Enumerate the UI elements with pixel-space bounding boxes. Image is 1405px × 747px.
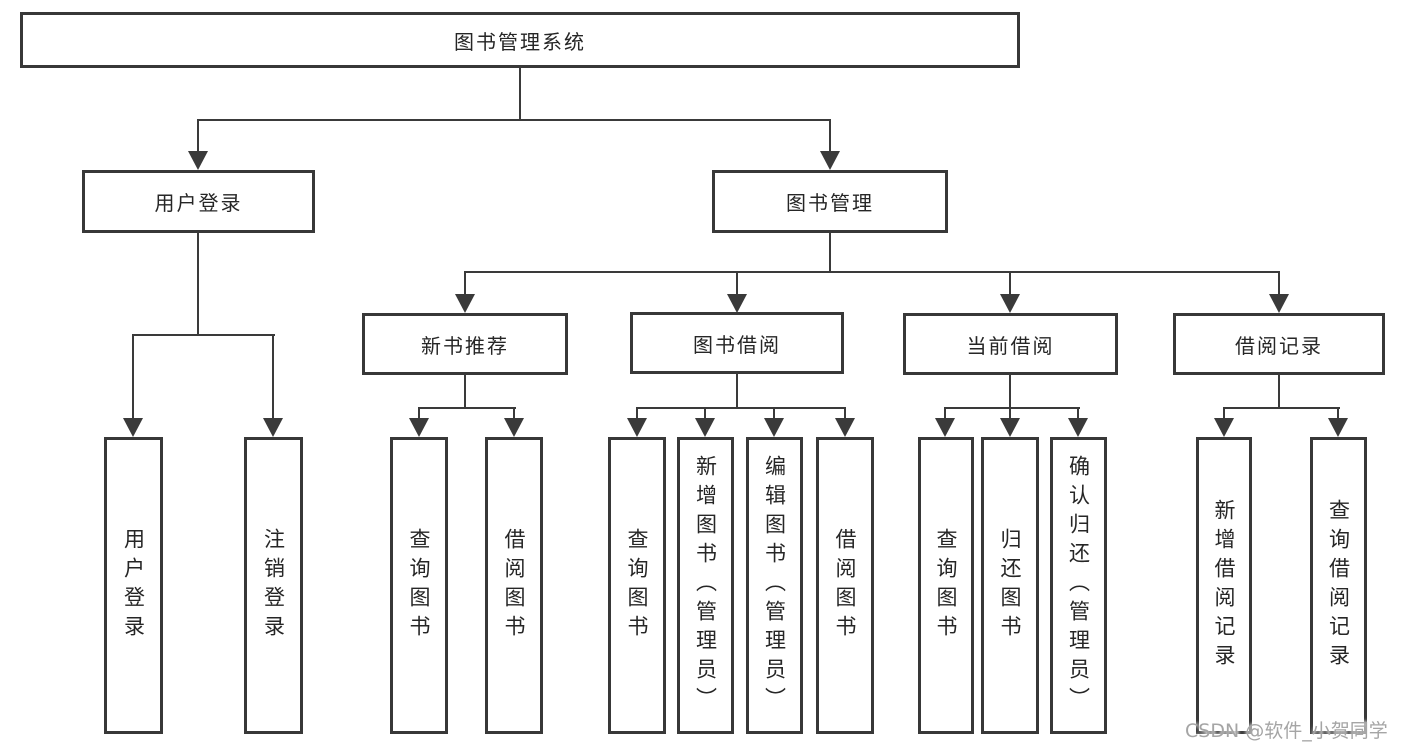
node-borrowing-records: 借阅记录 [1173, 313, 1385, 375]
leaf-query-books-borrowing: 查询图书 [608, 437, 666, 734]
arrow-down-icon [1269, 294, 1289, 313]
connector-line [132, 334, 134, 420]
leaf-borrow-books-recommend: 借阅图书 [485, 437, 543, 734]
arrow-down-icon [1000, 418, 1020, 437]
leaf-label: 新增图书（管理员） [693, 455, 718, 716]
csdn-watermark: CSDN @软件_小贺同学 [1185, 720, 1388, 742]
connector-line [1278, 271, 1280, 296]
connector-line [197, 119, 199, 153]
connector-line [1009, 407, 1011, 420]
node-label: 借阅记录 [1235, 333, 1323, 358]
connector-line [519, 68, 521, 121]
connector-line [636, 407, 638, 420]
arrow-down-icon [835, 418, 855, 437]
connector-line [944, 407, 946, 420]
node-label: 当前借阅 [966, 333, 1055, 358]
connector-line [829, 119, 831, 153]
connector-line [1337, 407, 1339, 420]
connector-line [272, 334, 274, 420]
leaf-add-books-admin: 新增图书（管理员） [677, 437, 734, 734]
node-label: 新书推荐 [421, 333, 509, 358]
connector-line [418, 407, 420, 420]
leaf-label: 用户登录 [121, 527, 146, 644]
arrow-down-icon [727, 294, 747, 313]
node-book-borrowing: 图书借阅 [630, 312, 844, 374]
node-label: 图书管理 [786, 191, 874, 215]
arrow-down-icon [627, 418, 647, 437]
leaf-label: 查询借阅记录 [1326, 498, 1351, 673]
arrow-down-icon [820, 151, 840, 170]
node-new-book-recommendation: 新书推荐 [362, 313, 568, 375]
arrow-down-icon [409, 418, 429, 437]
leaf-label: 编辑图书（管理员） [762, 455, 787, 716]
arrow-down-icon [1068, 418, 1088, 437]
node-user-login: 用户登录 [82, 170, 315, 233]
leaf-query-books-recommend: 查询图书 [390, 437, 448, 734]
leaf-label: 查询图书 [407, 527, 431, 644]
connector-line [1009, 374, 1011, 409]
leaf-label: 借阅图书 [833, 527, 857, 644]
connector-line [1223, 407, 1340, 409]
connector-line [197, 232, 199, 336]
connector-line [736, 373, 738, 409]
arrow-down-icon [188, 151, 208, 170]
connector-line [464, 271, 1280, 273]
leaf-query-books-current: 查询图书 [918, 437, 974, 734]
leaf-query-borrow-record: 查询借阅记录 [1310, 437, 1367, 734]
leaf-confirm-return-admin: 确认归还（管理员） [1050, 437, 1107, 734]
arrow-down-icon [123, 418, 143, 437]
connector-line [513, 407, 515, 420]
leaf-label: 借阅图书 [502, 527, 526, 644]
node-label: 图书管理系统 [454, 29, 586, 54]
connector-line [844, 407, 846, 420]
arrow-down-icon [935, 418, 955, 437]
connector-line [773, 407, 775, 420]
leaf-label: 查询图书 [625, 527, 649, 644]
connector-line [1278, 374, 1280, 409]
arrow-down-icon [263, 418, 283, 437]
leaf-logout: 注销登录 [244, 437, 303, 734]
leaf-add-borrow-record: 新增借阅记录 [1196, 437, 1252, 734]
leaf-edit-books-admin: 编辑图书（管理员） [746, 437, 803, 734]
leaf-label: 注销登录 [261, 527, 286, 644]
arrow-down-icon [1214, 418, 1234, 437]
leaf-label: 确认归还（管理员） [1066, 455, 1091, 716]
connector-line [464, 271, 466, 296]
leaf-label: 归还图书 [998, 527, 1022, 644]
connector-line [704, 407, 706, 420]
arrow-down-icon [764, 418, 784, 437]
arrow-down-icon [1000, 294, 1020, 313]
leaf-label: 查询图书 [934, 527, 958, 644]
node-library-management-system: 图书管理系统 [20, 12, 1020, 68]
arrow-down-icon [1328, 418, 1348, 437]
connector-line [944, 407, 1080, 409]
node-current-borrowing: 当前借阅 [903, 313, 1118, 375]
connector-line [1077, 407, 1079, 420]
arrow-down-icon [504, 418, 524, 437]
connector-line [197, 119, 831, 121]
leaf-return-books: 归还图书 [981, 437, 1039, 734]
connector-line [829, 232, 831, 273]
connector-line [1009, 271, 1011, 296]
connector-line [464, 374, 466, 409]
arrow-down-icon [695, 418, 715, 437]
connector-line [636, 407, 846, 409]
connector-line [1223, 407, 1225, 420]
connector-line [132, 334, 275, 336]
node-book-management: 图书管理 [712, 170, 948, 233]
connector-line [736, 271, 738, 296]
leaf-user-login: 用户登录 [104, 437, 163, 734]
leaf-label: 新增借阅记录 [1212, 498, 1236, 673]
connector-line [418, 407, 516, 409]
leaf-borrow-books: 借阅图书 [816, 437, 874, 734]
arrow-down-icon [455, 294, 475, 313]
node-label: 图书借阅 [693, 332, 781, 357]
node-label: 用户登录 [154, 191, 243, 215]
